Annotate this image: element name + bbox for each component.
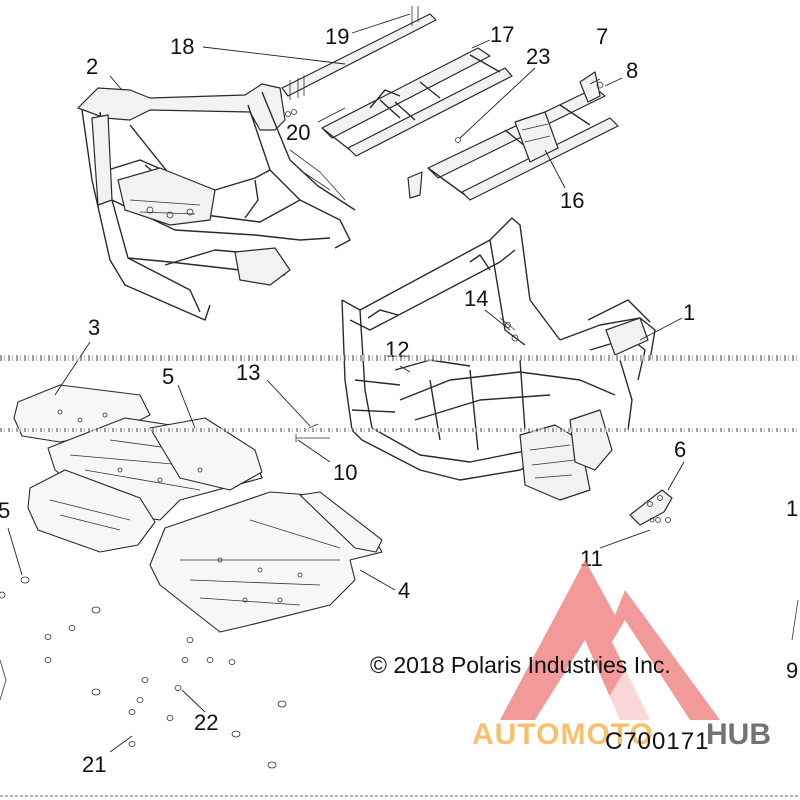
callout-14: 14 — [464, 286, 488, 311]
callout-6: 6 — [674, 437, 686, 462]
callout-22: 22 — [194, 710, 218, 735]
callout-19: 19 — [325, 24, 349, 49]
callout-13: 13 — [236, 360, 260, 385]
callout-5-left: 5 — [0, 498, 10, 523]
copyright-notice: © 2018 Polaris Industries Inc. — [370, 652, 671, 678]
callout-1-right: 1 — [786, 496, 798, 521]
callout-16: 16 — [560, 188, 584, 213]
callout-23: 23 — [526, 44, 550, 69]
watermark-suffix: HUB — [706, 718, 771, 751]
callout-3: 3 — [88, 315, 100, 340]
fasteners — [0, 317, 799, 769]
scan-artifact-band — [0, 428, 800, 432]
watermark-logo — [500, 560, 720, 720]
callout-8: 8 — [626, 58, 638, 83]
diagram-code: C700171 — [605, 728, 710, 755]
watermark-text: AUTOMOTO — [472, 718, 654, 751]
callout-2: 2 — [86, 54, 98, 79]
callout-7: 7 — [596, 24, 608, 49]
callout-5: 5 — [162, 364, 174, 389]
callout-18: 18 — [170, 34, 194, 59]
leader-lines — [7, 13, 685, 753]
callout-10: 10 — [333, 460, 357, 485]
callout-21: 21 — [82, 752, 106, 777]
skid-plates — [13, 384, 383, 633]
bracket-6 — [629, 489, 673, 526]
callout-1: 1 — [683, 300, 695, 325]
rails-assembly — [281, 6, 619, 201]
rear-frame-assembly — [341, 217, 656, 501]
callout-20: 20 — [286, 120, 310, 145]
upper-frame-assembly — [77, 83, 356, 321]
callout-4: 4 — [398, 578, 410, 603]
callout-17: 17 — [490, 22, 514, 47]
scan-artifact-band — [0, 355, 800, 361]
callout-9: 9 — [786, 658, 798, 683]
